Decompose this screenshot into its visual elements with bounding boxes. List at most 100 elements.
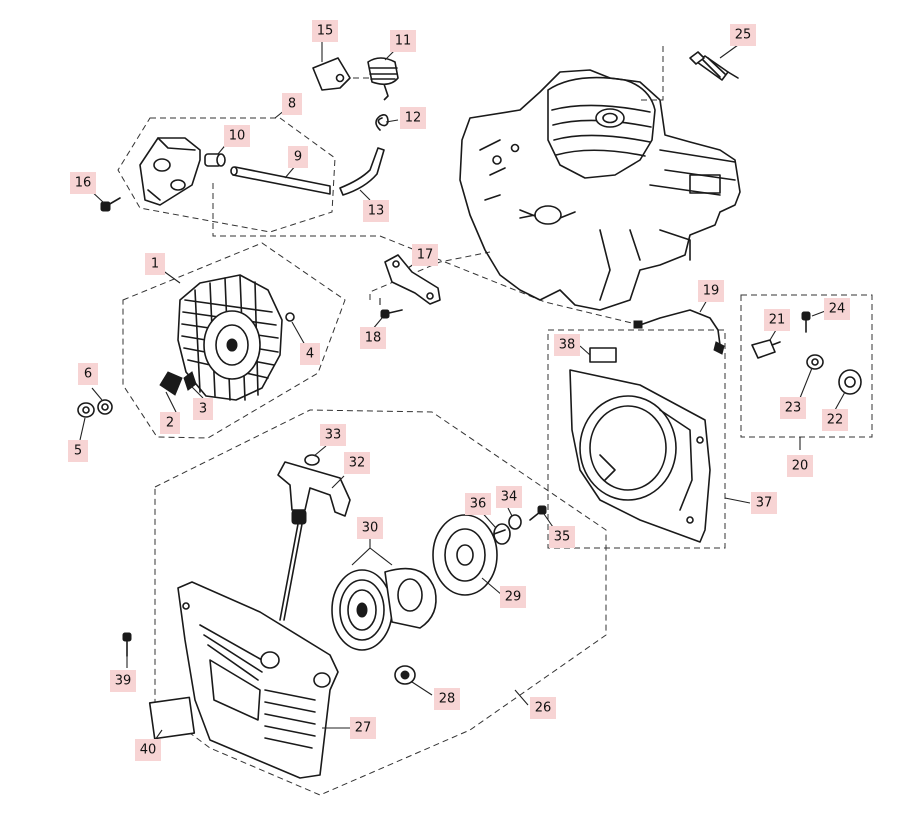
part-34-washer: [508, 514, 522, 530]
svg-text:28: 28: [439, 692, 456, 707]
part-30-rewind-spring: [331, 567, 437, 651]
svg-text:1: 1: [151, 257, 159, 272]
callout-19: 19: [698, 280, 724, 302]
svg-text:32: 32: [349, 456, 366, 471]
svg-text:27: 27: [355, 721, 372, 736]
svg-text:4: 4: [306, 347, 314, 362]
svg-text:35: 35: [554, 530, 571, 545]
part-9-hose: [230, 166, 331, 195]
svg-text:6: 6: [84, 367, 92, 382]
part-10-fitting: [204, 153, 226, 167]
svg-text:8: 8: [288, 97, 296, 112]
dashed-group-fan-housing: [547, 329, 726, 549]
part-16-screw: [100, 197, 121, 212]
part-11-worm: [367, 57, 399, 101]
dashed-group-flywheel: [122, 242, 346, 439]
svg-text:11: 11: [395, 34, 412, 49]
callout-15: 15: [312, 20, 338, 42]
svg-text:24: 24: [829, 302, 846, 317]
callout-36: 36: [465, 493, 491, 515]
callout-40: 40: [135, 739, 161, 761]
part-3-spring: [183, 371, 197, 391]
part-1-flywheel: [177, 274, 283, 401]
svg-text:23: 23: [785, 401, 802, 416]
svg-text:33: 33: [325, 428, 342, 443]
part-8-oil-pump: [139, 137, 201, 206]
svg-text:9: 9: [294, 150, 302, 165]
callout-27: 27: [350, 717, 376, 739]
svg-text:20: 20: [792, 459, 809, 474]
svg-text:39: 39: [115, 674, 132, 689]
svg-text:2: 2: [166, 416, 174, 431]
engine-crankcase: [459, 69, 741, 311]
svg-text:22: 22: [827, 413, 844, 428]
part-5-nut: [77, 402, 95, 418]
callout-25: 25: [730, 24, 756, 46]
part-23-washer: [806, 354, 824, 370]
part-19-cable: [633, 309, 725, 355]
part-24-screw: [801, 311, 811, 333]
dashed-link-oiler-engine: [212, 183, 641, 326]
callout-21: 21: [764, 309, 790, 331]
callout-34: 34: [496, 486, 522, 508]
callout-18: 18: [360, 327, 386, 349]
part-25-spark-plug: [689, 51, 739, 81]
callout-16: 16: [70, 172, 96, 194]
dashed-link-17-engine: [369, 251, 491, 300]
part-36-bush: [493, 523, 511, 545]
dashed-group-oiler: [117, 117, 336, 233]
callout-13: 13: [363, 200, 389, 222]
part-18-screw: [380, 309, 403, 319]
callout-33: 33: [320, 424, 346, 446]
svg-text:36: 36: [470, 497, 487, 512]
svg-text:34: 34: [501, 490, 518, 505]
svg-text:17: 17: [417, 248, 434, 263]
callout-35: 35: [549, 526, 575, 548]
callout-5: 5: [68, 440, 88, 462]
callout-37: 37: [751, 492, 777, 514]
callout-2: 2: [160, 412, 180, 434]
svg-text:15: 15: [317, 24, 334, 39]
callout-9: 9: [288, 146, 308, 168]
callout-22: 22: [822, 409, 848, 431]
part-35-screw: [529, 505, 547, 521]
callout-6: 6: [78, 363, 98, 385]
callout-10: 10: [224, 125, 250, 147]
callout-29: 29: [500, 586, 526, 608]
svg-text:13: 13: [368, 204, 385, 219]
callout-labels: 1 2 3 4 5 6 8 9 10 11 12 13 15 16 17 18 …: [68, 20, 850, 761]
svg-text:40: 40: [140, 743, 157, 758]
svg-text:5: 5: [74, 444, 82, 459]
callout-26: 26: [530, 697, 556, 719]
svg-text:38: 38: [559, 338, 576, 353]
part-15-cover-plate: [312, 57, 351, 91]
part-28-grommet: [394, 665, 416, 685]
part-22-knob: [838, 369, 862, 395]
svg-text:16: 16: [75, 176, 92, 191]
part-21-valve: [751, 339, 781, 359]
callout-39: 39: [110, 670, 136, 692]
callout-8: 8: [282, 93, 302, 115]
part-39-screw: [122, 632, 132, 657]
part-4-washer: [285, 312, 295, 322]
part-13-suction-hose: [339, 147, 385, 196]
part-33-insert: [304, 454, 320, 466]
part-37-fan-housing: [569, 369, 711, 543]
callout-28: 28: [434, 688, 460, 710]
callout-11: 11: [390, 30, 416, 52]
callout-3: 3: [193, 398, 213, 420]
dashed-link-engine-25: [640, 46, 664, 101]
callout-17: 17: [412, 244, 438, 266]
part-38-label: [589, 347, 617, 363]
dashed-group-decomp: [740, 294, 873, 438]
part-6-washer: [97, 399, 113, 415]
callout-30: 30: [357, 517, 383, 539]
svg-text:25: 25: [735, 28, 752, 43]
svg-text:37: 37: [756, 496, 773, 511]
callout-24: 24: [824, 298, 850, 320]
svg-text:26: 26: [535, 701, 552, 716]
callout-4: 4: [300, 343, 320, 365]
svg-text:19: 19: [703, 284, 720, 299]
part-17-plate: [384, 254, 441, 305]
